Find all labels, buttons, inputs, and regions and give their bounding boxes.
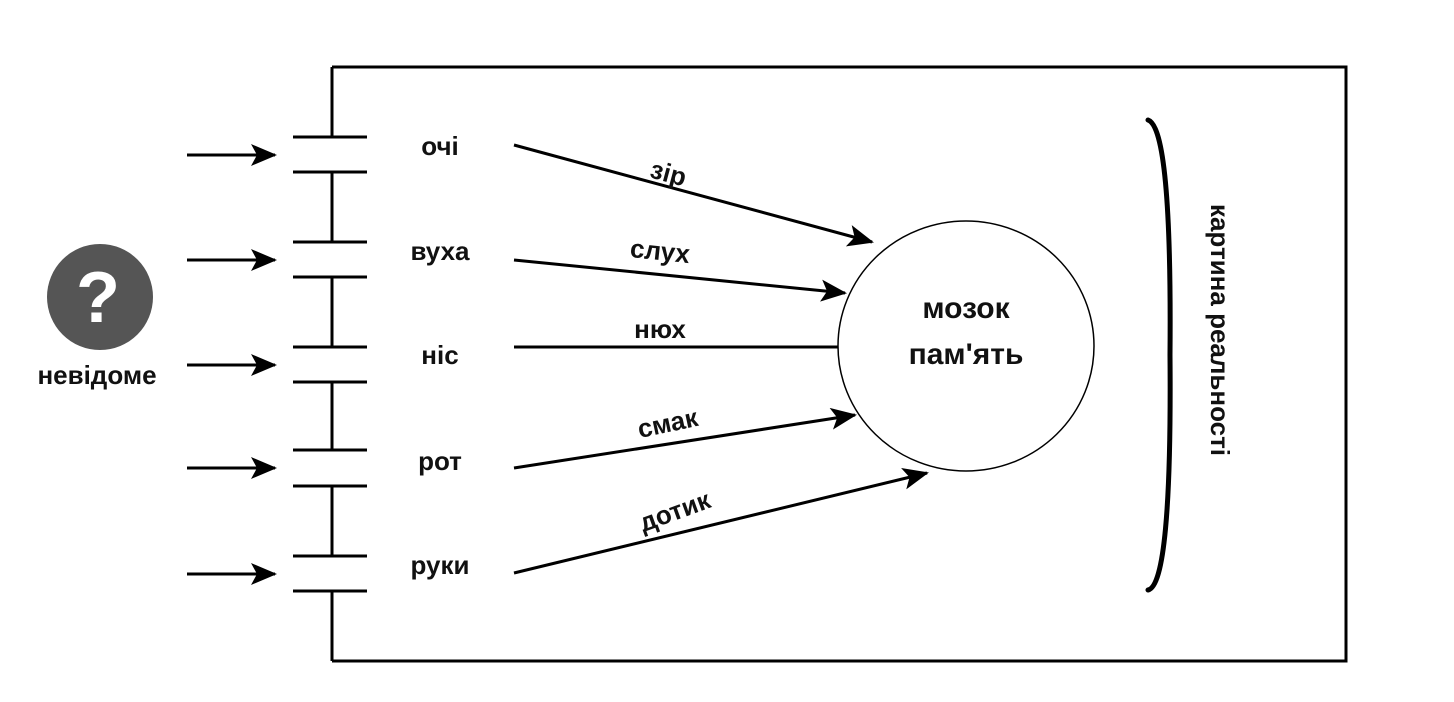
body-frame [332,65,1348,663]
channel-touch: дотик [635,484,715,538]
organ-ears: вуха [410,236,470,266]
brain-circle [837,220,1095,472]
channel-arrow-touch [513,467,929,575]
sense-gates [293,67,367,661]
channel-arrow-taste [513,407,857,470]
input-arrows [187,144,277,585]
organ-nose: ніс [421,340,458,370]
channel-taste: смак [635,402,702,444]
channel-arrow-sight [513,143,874,247]
brain-label: мозок [922,292,1010,325]
channel-arrow-hearing [513,258,847,302]
reality-picture-label: картина реальності [1205,204,1235,456]
question-mark: ? [76,258,120,338]
channel-hearing: слух [629,233,692,269]
unknown-label: невідоме [37,360,156,390]
channel-smell: нюх [634,314,686,344]
organ-eyes: очі [421,131,459,161]
organ-mouth: рот [418,446,462,476]
memory-label: пам'ять [909,338,1024,371]
organ-hands: руки [411,550,470,580]
question-icon [47,244,153,350]
channel-sight: зір [647,154,690,192]
closing-bracket [1145,117,1173,593]
